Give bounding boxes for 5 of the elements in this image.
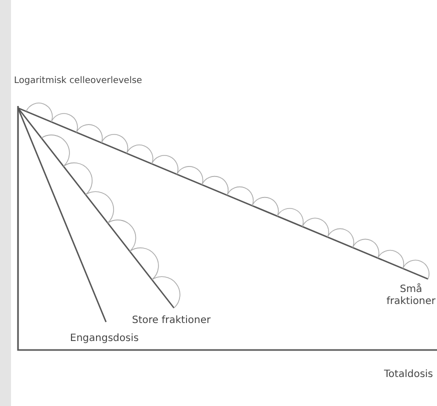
axis-title: Totaldosis xyxy=(384,369,434,381)
curve-label: Store fraktioner xyxy=(132,315,211,327)
curve-label: Små fraktioner xyxy=(386,284,436,308)
curve-label: Engangsdosis xyxy=(70,333,139,345)
axis-title: Logaritmisk celleoverlevelse xyxy=(14,75,142,87)
